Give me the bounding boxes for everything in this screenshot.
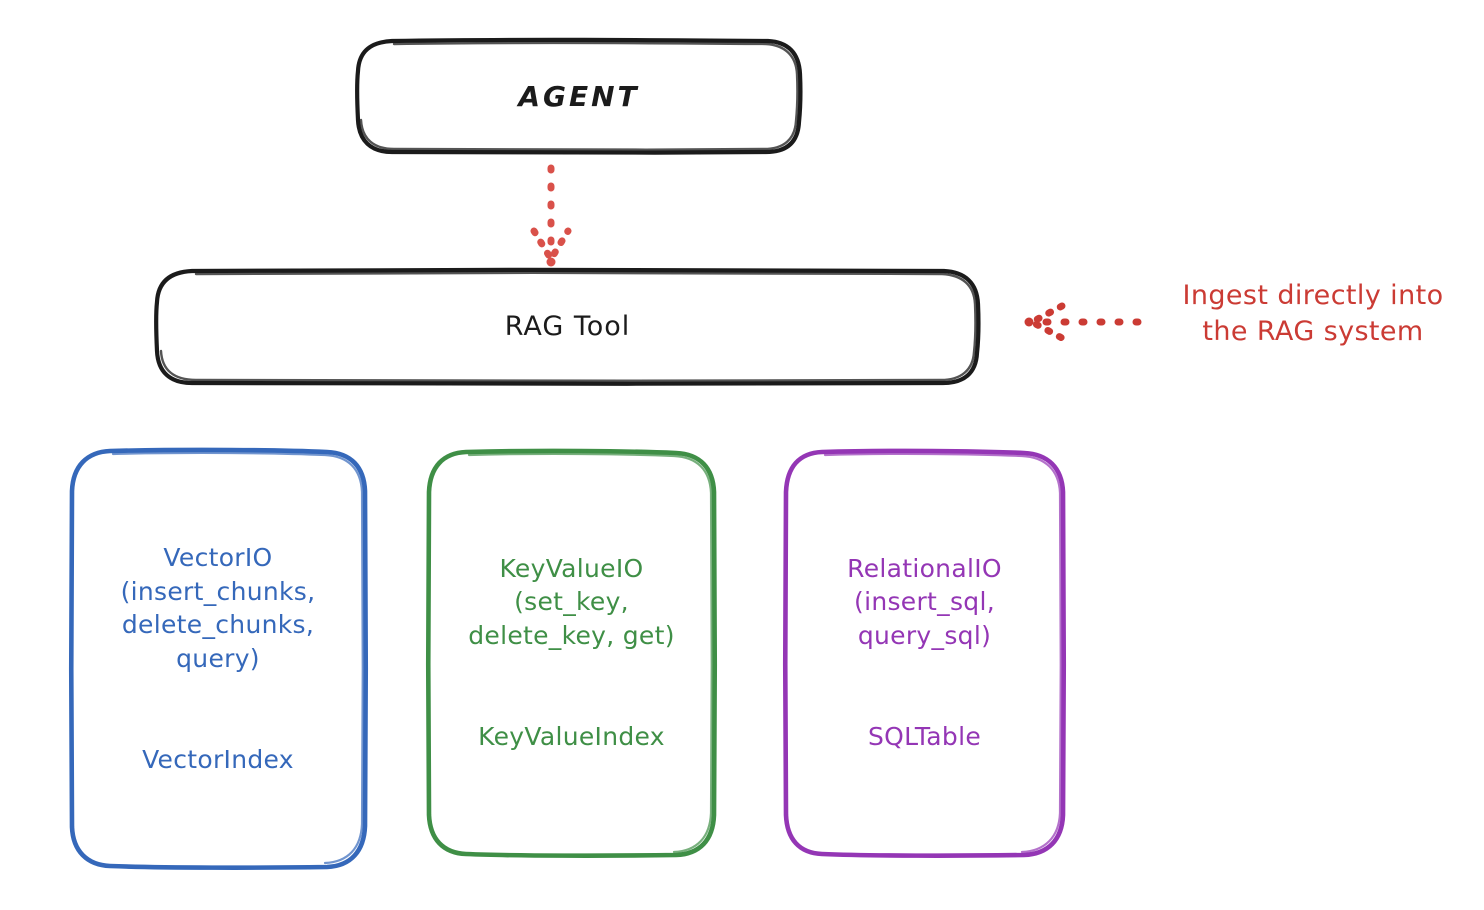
- relational-io-api-text: RelationalIO (insert_sql, query_sql): [847, 553, 1002, 650]
- agent-node[interactable]: AGENT: [358, 40, 800, 153]
- rag-tool-label: RAG Tool: [504, 310, 631, 342]
- ingest-annotation-text: Ingest directly into the RAG system: [1182, 280, 1444, 348]
- relational-io-label: RelationalIO (insert_sql, query_sql) SQL…: [847, 518, 1002, 787]
- key-value-io-box-outline: [425, 448, 718, 858]
- rag-tool-node[interactable]: RAG Tool: [157, 270, 978, 384]
- agent-box-outline: [355, 37, 803, 155]
- key-value-io-api-text: KeyValueIO (set_key, delete_key, get): [468, 553, 675, 650]
- vector-io-node[interactable]: VectorIO (insert_chunks, delete_chunks, …: [71, 450, 365, 867]
- relational-io-box-outline: [782, 448, 1067, 858]
- rag-tool-box-outline: [154, 267, 981, 386]
- vector-io-index-text: VectorIndex: [142, 744, 294, 774]
- ingest-arrow: [1024, 302, 1142, 342]
- agent-label: AGENT: [518, 79, 640, 113]
- vector-io-box-outline: [68, 447, 369, 870]
- agent-to-rag-arrow: [530, 164, 572, 267]
- relational-io-index-text: SQLTable: [867, 721, 982, 751]
- vector-io-label: VectorIO (insert_chunks, delete_chunks, …: [121, 508, 316, 810]
- key-value-io-index-text: KeyValueIndex: [478, 721, 665, 751]
- key-value-io-node[interactable]: KeyValueIO (set_key, delete_key, get) Ke…: [429, 450, 714, 855]
- relational-io-node[interactable]: RelationalIO (insert_sql, query_sql) SQL…: [786, 450, 1063, 855]
- vector-io-api-text: VectorIO (insert_chunks, delete_chunks, …: [120, 543, 316, 673]
- key-value-io-label: KeyValueIO (set_key, delete_key, get) Ke…: [468, 518, 675, 787]
